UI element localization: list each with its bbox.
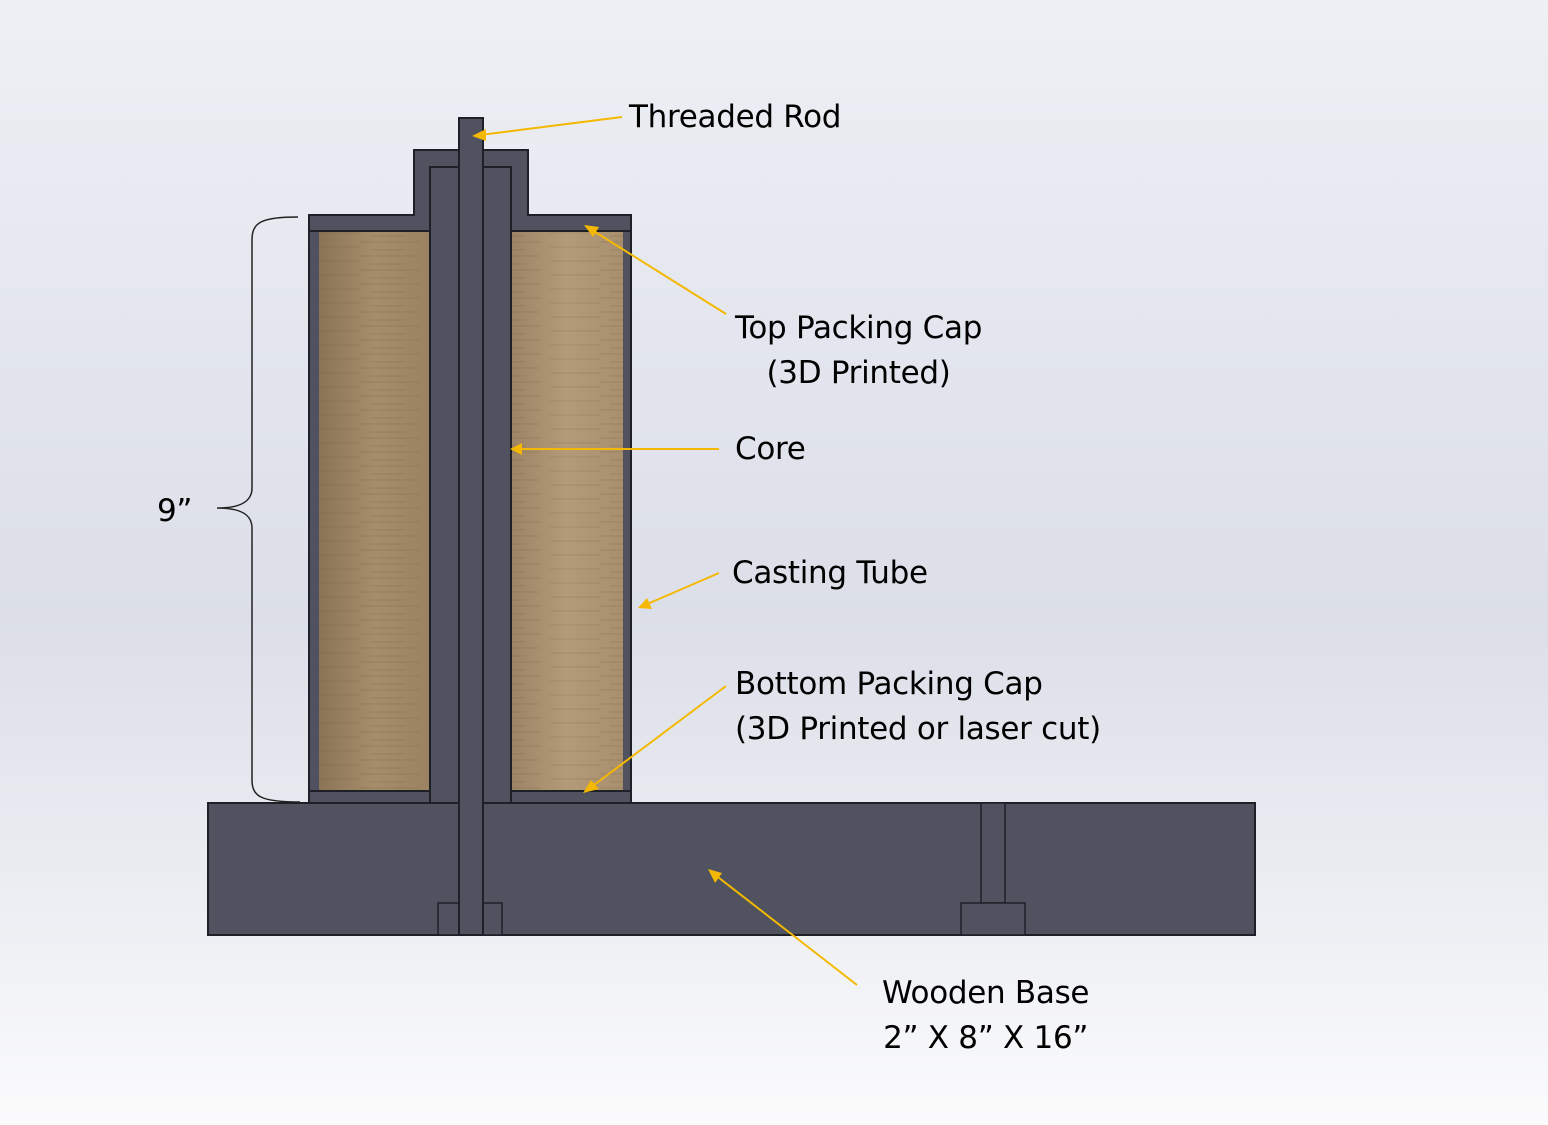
top-cap-line1: Top Packing Cap [735, 310, 983, 346]
base-line1: Wooden Base [882, 975, 1090, 1011]
threaded-rod-label: Threaded Rod [629, 99, 842, 135]
wooden-base-label: Wooden Base 2” X 8” X 16” [882, 971, 1090, 1061]
threaded-rod [458, 117, 484, 936]
height-dimension-brace [216, 216, 301, 803]
core-label: Core [735, 431, 806, 467]
top-cap-line2: (3D Printed) [766, 355, 951, 391]
cast-material [319, 231, 623, 791]
bottom-cap-line1: Bottom Packing Cap [735, 666, 1043, 702]
base-line2: 2” X 8” X 16” [883, 1020, 1089, 1056]
casting-tube-label: Casting Tube [732, 555, 928, 591]
top-packing-cap-label: Top Packing Cap (3D Printed) [735, 306, 982, 396]
wooden-base [207, 802, 1256, 936]
height-dimension-label: 9” [157, 493, 193, 529]
bottom-packing-cap-label: Bottom Packing Cap (3D Printed or laser … [735, 662, 1101, 752]
bottom-cap-line2: (3D Printed or laser cut) [735, 711, 1101, 747]
leader-lines [472, 116, 858, 986]
